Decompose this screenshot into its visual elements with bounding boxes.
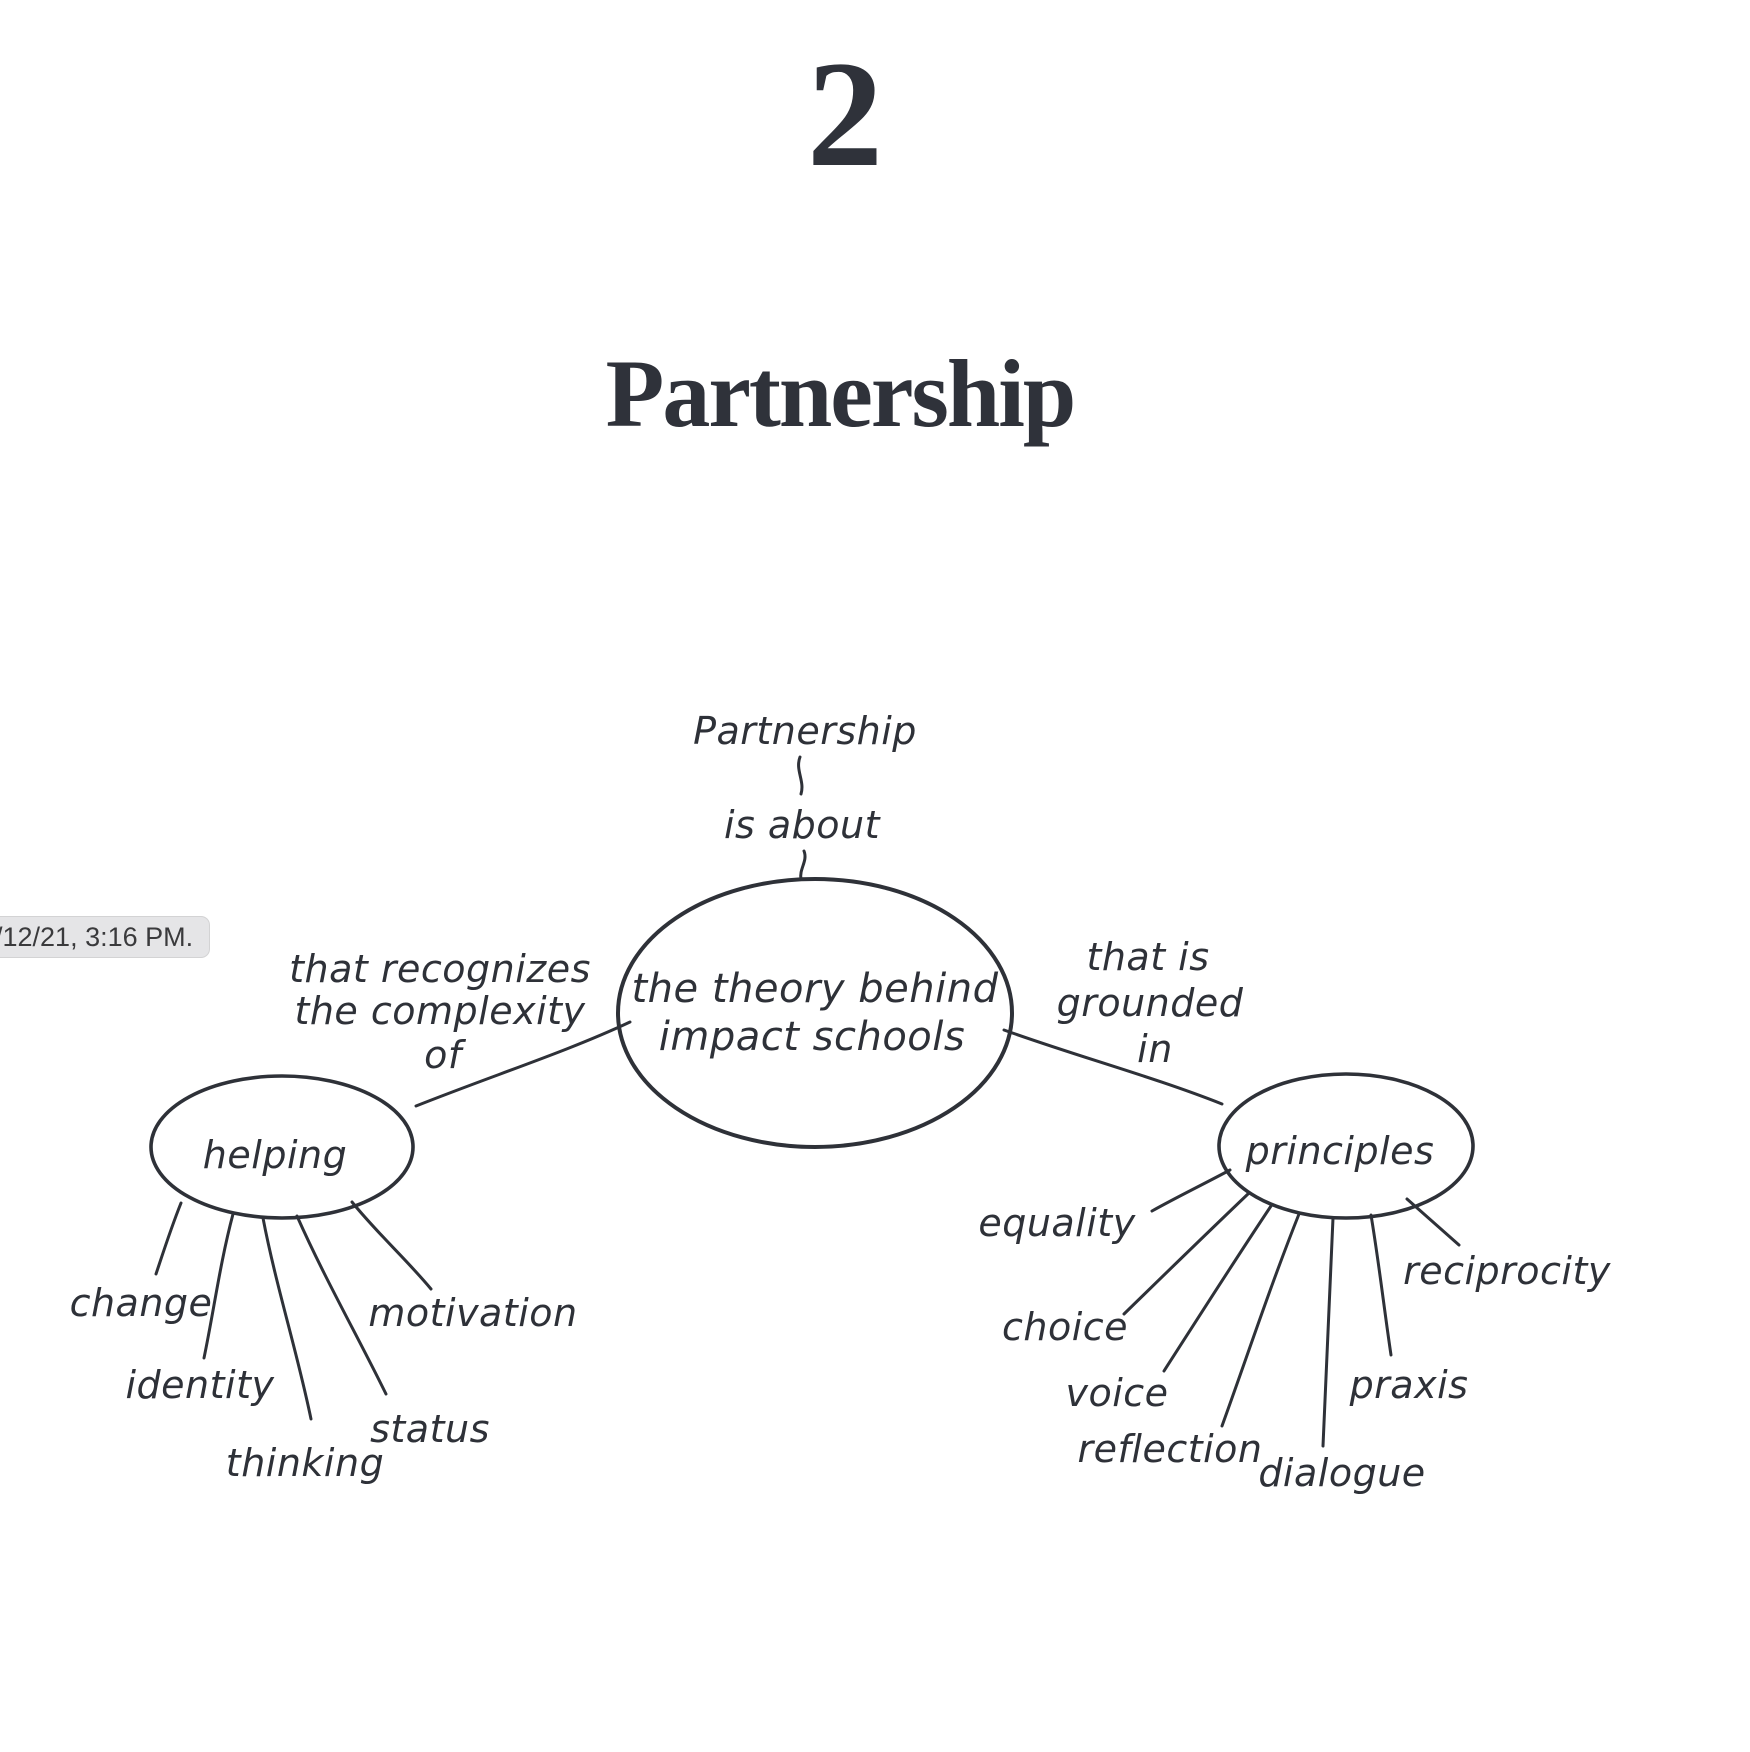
left-edge-label-line3: of: [424, 1033, 467, 1077]
edge-helping-to-change: [154, 1201, 183, 1276]
child-label-equality: equality: [978, 1201, 1135, 1245]
timestamp-tooltip: /12/21, 3:16 PM.: [0, 916, 211, 958]
right-edge-label-line3: in: [1137, 1027, 1173, 1071]
edge-center-to-principles: [1002, 1028, 1224, 1106]
edge-helping-to-identity: [202, 1212, 235, 1360]
edge-principles-to-praxis: [1369, 1213, 1393, 1357]
chapter-title: Partnership: [605, 340, 1077, 447]
child-label-identity: identity: [126, 1363, 275, 1407]
center-node-ellipse: [616, 877, 1014, 1149]
edge-helping-to-thinking: [261, 1216, 313, 1421]
helping-node-ellipse: [149, 1074, 415, 1220]
center-node-label-line2: impact schools: [659, 1014, 965, 1060]
concept-map: Partnership is about the theory behind i…: [70, 709, 1611, 1495]
child-label-praxis: praxis: [1349, 1363, 1469, 1407]
left-edge-label-line1: that recognizes: [289, 947, 591, 991]
edge-root-to-isabout: [797, 755, 804, 796]
child-label-status: status: [370, 1407, 490, 1451]
chapter-number: 2: [807, 30, 883, 198]
edge-principles-to-dialogue: [1321, 1216, 1335, 1448]
child-label-reflection: reflection: [1078, 1427, 1263, 1471]
child-label-dialogue: dialogue: [1258, 1451, 1425, 1495]
left-edge-label-line2: the complexity: [294, 989, 585, 1033]
child-label-change: change: [70, 1281, 213, 1325]
edge-principles-to-voice: [1162, 1204, 1273, 1373]
root-node-label: Partnership: [693, 709, 917, 753]
edge-center-to-helping: [414, 1020, 632, 1108]
edge-isabout-to-center: [799, 849, 807, 881]
principles-node-label: principles: [1245, 1129, 1435, 1173]
edge-helping-to-status: [295, 1214, 388, 1396]
child-label-motivation: motivation: [368, 1291, 577, 1335]
root-edge-label: is about: [724, 803, 882, 847]
principles-node-ellipse: [1217, 1072, 1475, 1220]
right-edge-label-line2: grounded: [1057, 981, 1244, 1025]
center-node-label-line1: the theory behind: [631, 966, 998, 1012]
edge-helping-to-motivation: [350, 1200, 433, 1291]
helping-node-label: helping: [203, 1133, 347, 1177]
child-label-thinking: thinking: [226, 1441, 384, 1485]
child-label-reciprocity: reciprocity: [1403, 1249, 1611, 1293]
child-label-choice: choice: [1002, 1305, 1128, 1349]
edge-principles-to-reciprocity: [1405, 1197, 1461, 1247]
edge-principles-to-equality: [1150, 1168, 1232, 1213]
right-edge-label-line1: that is: [1086, 935, 1209, 979]
edge-principles-to-choice: [1122, 1191, 1251, 1316]
child-label-voice: voice: [1065, 1371, 1168, 1415]
edge-principles-to-reflection: [1220, 1212, 1301, 1428]
